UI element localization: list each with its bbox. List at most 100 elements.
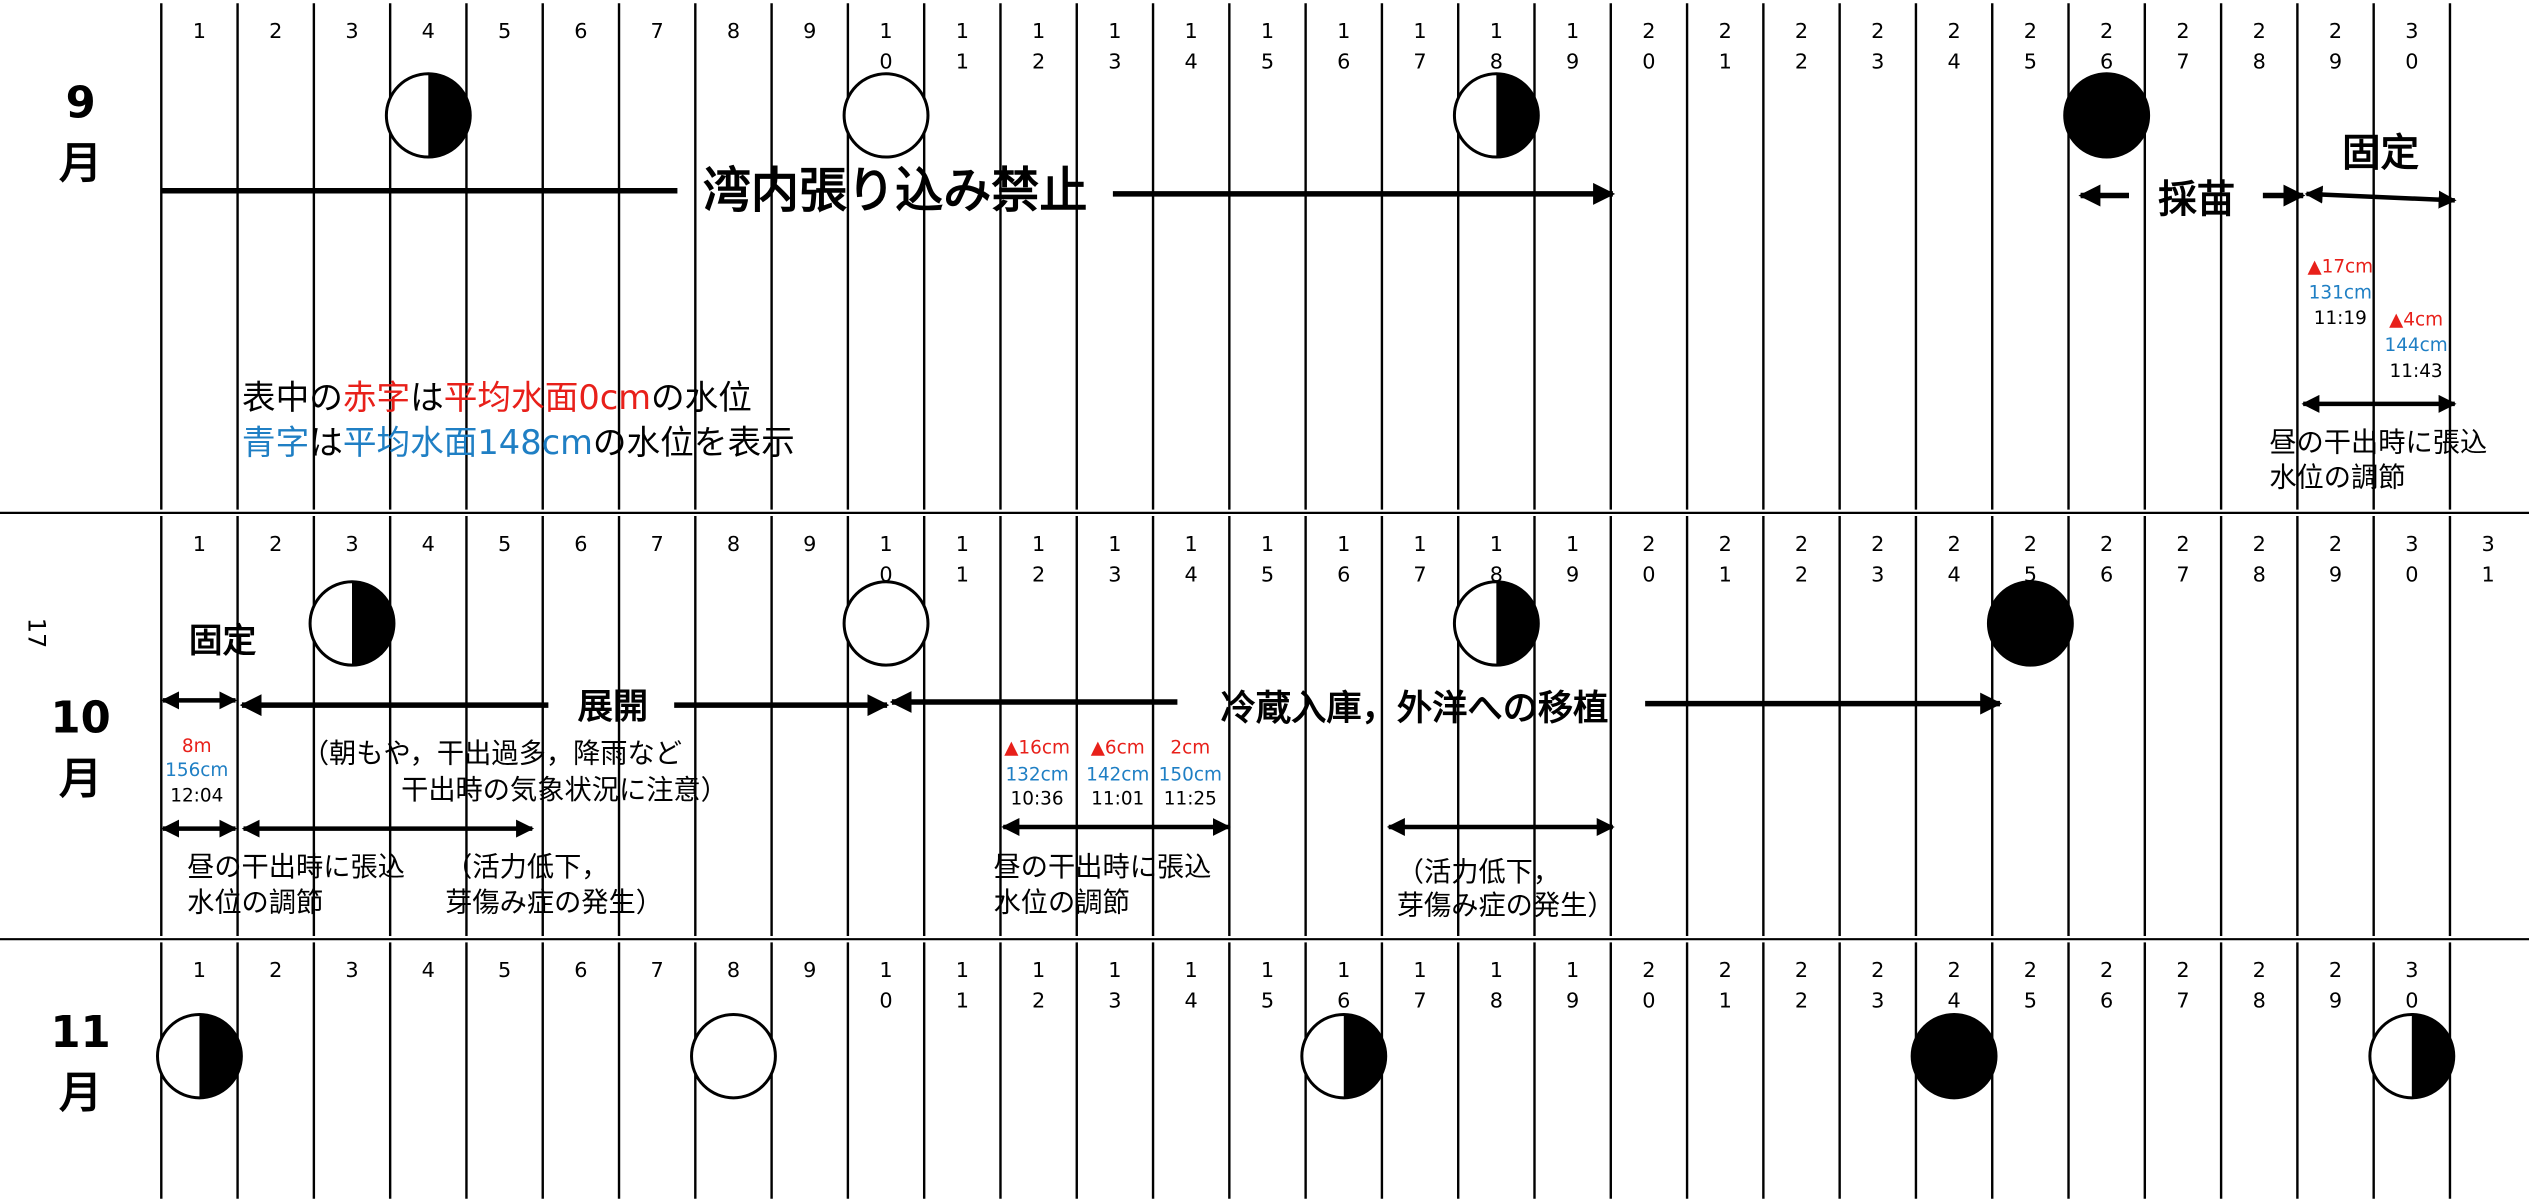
day-number-digit: 3 <box>1108 562 1121 586</box>
day-number: 9 <box>803 19 816 43</box>
day-number-digit: 1 <box>1566 958 1579 982</box>
day-number-digit: 0 <box>879 50 892 74</box>
day-number-digit: 3 <box>2405 532 2418 556</box>
day-number: 16 <box>1337 19 1350 73</box>
day-number: 24 <box>1947 532 1960 586</box>
day-number-digit: 2 <box>1795 562 1808 586</box>
day-number-digit: 6 <box>1337 50 1350 74</box>
day-number-digit: 7 <box>1413 989 1426 1013</box>
day-number: 24 <box>1947 19 1960 73</box>
moon-shade <box>2411 1014 2454 1098</box>
moon-disc <box>2063 72 2151 159</box>
day-number: 20 <box>1642 958 1655 1012</box>
day-number-digit: 2 <box>1947 958 1960 982</box>
day-number-digit: 4 <box>1947 562 1960 586</box>
day-number-digit: 1 <box>956 958 969 982</box>
tide-red-text: 2cm <box>1170 737 1210 758</box>
legend-span: 平均水面148cm <box>343 422 593 461</box>
day-number: 30 <box>2405 958 2418 1012</box>
day-number: 13 <box>1108 958 1121 1012</box>
day-number: 24 <box>1947 958 1960 1012</box>
day-number: 11 <box>956 532 969 586</box>
moon-shade <box>352 581 394 666</box>
day-number: 14 <box>1185 958 1198 1012</box>
day-number: 16 <box>1337 958 1350 1012</box>
day-number: 21 <box>1719 19 1732 73</box>
day-number-digit: 1 <box>956 532 969 556</box>
day-number-digit: 1 <box>1490 532 1503 556</box>
vigor-label: （活力低下， <box>445 852 608 883</box>
day-number: 18 <box>1490 958 1503 1012</box>
day-number-digit: 2 <box>2024 958 2037 982</box>
tide-red-text: ▲16cm <box>1004 737 1070 758</box>
moon-shade <box>199 1014 242 1098</box>
day-number: 8 <box>727 532 740 556</box>
day-number: 4 <box>422 958 435 982</box>
moon-first-quarter-icon <box>308 580 396 667</box>
day-number-digit: 1 <box>1337 532 1350 556</box>
day-number: 28 <box>2253 19 2266 73</box>
day-number-digit: 8 <box>2253 989 2266 1013</box>
day-number-digit: 2 <box>2176 19 2189 43</box>
adjust-label: 昼の干出時に張込 <box>2269 427 2487 458</box>
day-number: 6 <box>574 958 587 982</box>
day-number: 10 <box>879 532 892 586</box>
day-number-digit: 1 <box>1337 958 1350 982</box>
legend-span: 赤字 <box>343 378 410 417</box>
month-unit: 月 <box>59 1069 102 1119</box>
day-number-digit: 2 <box>2253 19 2266 43</box>
kotei-label: 固定 <box>2342 131 2419 176</box>
day-number-digit: 1 <box>1108 532 1121 556</box>
day-number: 5 <box>498 958 511 982</box>
day-number-digit: 1 <box>1490 958 1503 982</box>
day-number-digit: 2 <box>1642 532 1655 556</box>
day-number: 31 <box>2481 532 2494 586</box>
day-number-digit: 1 <box>1185 958 1198 982</box>
day-number-digit: 5 <box>2024 989 2037 1013</box>
day-number-digit: 2 <box>1642 958 1655 982</box>
day-number-digit: 1 <box>1566 532 1579 556</box>
day-number-digit: 2 <box>2100 532 2113 556</box>
tide-time-text: 11:19 <box>2314 308 2367 329</box>
day-number-digit: 0 <box>2405 50 2418 74</box>
day-number: 5 <box>498 19 511 43</box>
day-number-digit: 6 <box>1337 989 1350 1013</box>
moon-first-quarter-icon <box>2368 1012 2456 1100</box>
day-number: 8 <box>727 958 740 982</box>
day-number-digit: 1 <box>1566 19 1579 43</box>
day-number: 11 <box>956 958 969 1012</box>
day-number: 11 <box>956 19 969 73</box>
legend-line-1: 表中の赤字は平均水面0cmの水位 <box>242 378 752 417</box>
adjust-label: 昼の干出時に張込 <box>994 852 1212 883</box>
day-number-digit: 1 <box>956 19 969 43</box>
moon-disc <box>690 1012 777 1100</box>
kotei-arrow <box>2304 185 2457 209</box>
moon-phase-layer <box>155 72 2456 1100</box>
day-number-digit: 2 <box>2176 958 2189 982</box>
day-number-digit: 0 <box>1642 562 1655 586</box>
day-number-digit: 1 <box>1719 50 1732 74</box>
day-number-digit: 2 <box>2329 958 2342 982</box>
moon-first-quarter-icon <box>155 1012 243 1100</box>
day-number: 20 <box>1642 19 1655 73</box>
day-number-digit: 2 <box>1947 19 1960 43</box>
tide-time-text: 11:43 <box>2390 361 2443 382</box>
tide-time-text: 10:36 <box>1011 789 1064 810</box>
day-number-digit: 1 <box>1413 532 1426 556</box>
note-text: 干出時の気象状況に注意） <box>401 775 728 806</box>
day-number: 15 <box>1261 958 1274 1012</box>
vigor-label: （活力低下， <box>1397 857 1560 888</box>
day-number-digit: 8 <box>1490 562 1503 586</box>
day-number-digit: 9 <box>2329 562 2342 586</box>
day-number-digit: 3 <box>1871 50 1884 74</box>
day-number-digit: 2 <box>1795 989 1808 1013</box>
day-number-digit: 2 <box>1871 958 1884 982</box>
day-number-digit: 6 <box>2100 562 2113 586</box>
day-number-digit: 6 <box>2100 50 2113 74</box>
day-number: 18 <box>1490 19 1503 73</box>
day-number-digit: 0 <box>2405 989 2418 1013</box>
day-number-digit: 9 <box>2329 989 2342 1013</box>
day-number: 19 <box>1566 958 1579 1012</box>
day-number: 23 <box>1871 19 1884 73</box>
day-number: 9 <box>803 532 816 556</box>
